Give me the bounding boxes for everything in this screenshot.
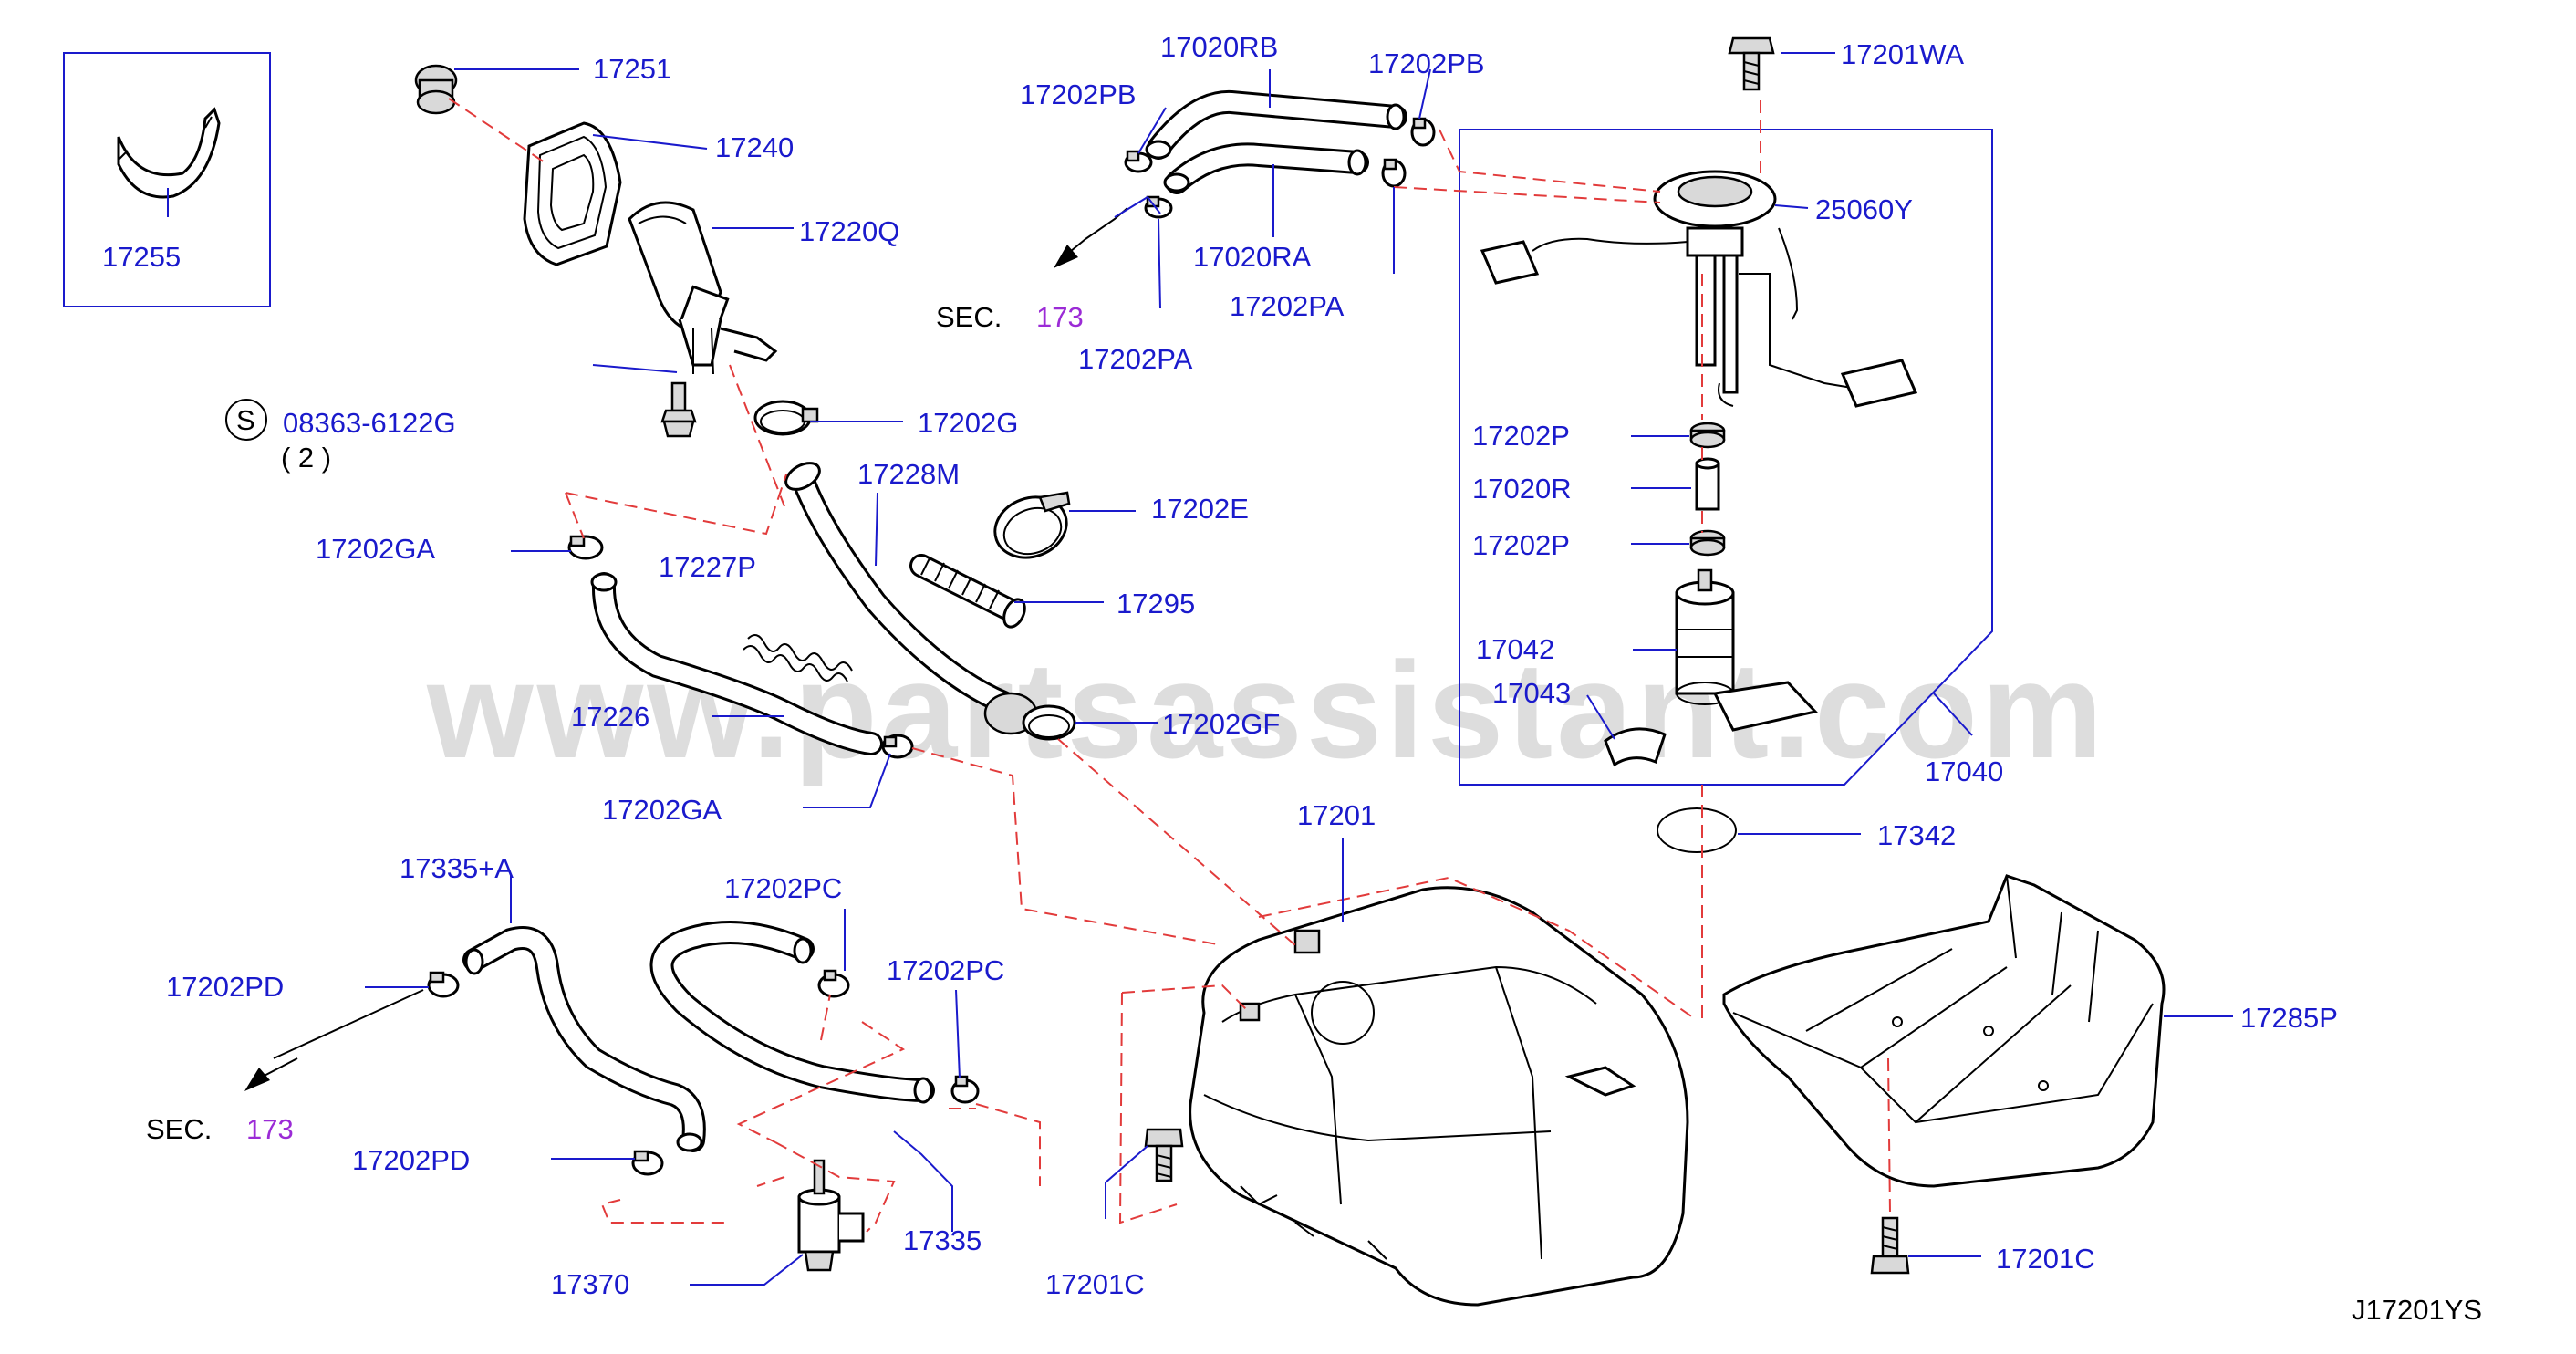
sec-arrow-bottom-shaft — [256, 1057, 298, 1080]
part-17042-filter — [1712, 681, 1818, 732]
label-17240[interactable]: 17240 — [715, 131, 794, 163]
label-17020RA[interactable]: 17020RA — [1193, 241, 1312, 273]
part-17285P-protector — [1722, 874, 2166, 1188]
label-17335[interactable]: 17335 — [903, 1224, 982, 1256]
label-17202PA-left[interactable]: 17202PA — [1078, 343, 1193, 375]
label-17201C-left[interactable]: 17201C — [1045, 1268, 1145, 1300]
label-17043[interactable]: 17043 — [1492, 677, 1571, 709]
label-17202PA-right[interactable]: 17202PA — [1230, 290, 1345, 322]
label-17202PC-right[interactable]: 17202PC — [887, 954, 1004, 986]
label-17020R[interactable]: 17020R — [1472, 473, 1572, 505]
label-17202PB-left[interactable]: 17202PB — [1020, 78, 1137, 110]
label-17226[interactable]: 17226 — [571, 701, 649, 733]
label-17295[interactable]: 17295 — [1117, 588, 1195, 620]
label-17202E[interactable]: 17202E — [1151, 493, 1249, 525]
label-17201[interactable]: 17201 — [1297, 799, 1376, 831]
part-17202E-clamp — [993, 491, 1071, 559]
part-17202GA-clamp-top — [567, 535, 604, 560]
part-17202P-clamp-top — [1689, 422, 1726, 449]
dashed-connection-lines — [448, 98, 1891, 1233]
part-17020RB-hose — [1145, 89, 1407, 160]
part-17202PD-clamp-top — [427, 971, 460, 998]
part-17342-gasket — [1657, 807, 1737, 853]
part-17251-cap — [414, 64, 458, 115]
part-17043-ring — [1604, 727, 1667, 767]
part-17370-canister — [797, 1159, 865, 1272]
label-17202PD-top[interactable]: 17202PD — [166, 971, 284, 1003]
label-17227P[interactable]: 17227P — [659, 551, 756, 583]
part-17202PA-clamp-right — [1381, 158, 1407, 188]
part-17295-corrugated-hose — [909, 554, 1026, 629]
part-17240-grommet — [523, 121, 622, 266]
part-17228M-filler-hose — [784, 462, 1038, 735]
part-17202GA-clamp-bottom — [881, 734, 914, 759]
part-17202PC-clamp-top — [817, 969, 850, 998]
inset-frame-17255 — [63, 52, 271, 307]
part-17202PB-clamp-right — [1410, 117, 1436, 147]
label-17335-plus-A[interactable]: 17335+A — [400, 852, 514, 884]
sec-arrow-bottom-line — [273, 989, 424, 1059]
screw-quantity: ( 2 ) — [281, 442, 331, 474]
label-17370[interactable]: 17370 — [551, 1268, 629, 1300]
part-17201WA-bolt — [1728, 36, 1775, 91]
sec-number-bottom[interactable]: 173 — [246, 1113, 294, 1145]
label-17228M[interactable]: 17228M — [857, 458, 960, 490]
label-17251[interactable]: 17251 — [593, 53, 671, 85]
sec-text-bottom: SEC. — [146, 1113, 212, 1145]
part-17227P-spring — [743, 634, 853, 682]
label-17220Q[interactable]: 17220Q — [799, 215, 899, 247]
screw-symbol-circle — [225, 399, 267, 441]
label-17202PC-top[interactable]: 17202PC — [724, 872, 842, 904]
label-17202PD-bottom[interactable]: 17202PD — [352, 1144, 470, 1176]
label-17201C-right[interactable]: 17201C — [1996, 1243, 2095, 1275]
sec-arrow-top-shaft — [1065, 238, 1086, 256]
part-17226-breather-hose — [590, 572, 883, 755]
sec-number-top[interactable]: 173 — [1036, 301, 1084, 333]
label-17042[interactable]: 17042 — [1476, 633, 1554, 665]
part-17020RA-hose — [1163, 142, 1369, 194]
label-17255[interactable]: 17255 — [102, 241, 181, 273]
screw-symbol: S — [236, 404, 255, 436]
part-17201C-bolt-left — [1144, 1128, 1184, 1182]
part-17255-bracket — [117, 107, 221, 199]
part-08363-screw — [660, 381, 697, 438]
sec-text-top: SEC. — [936, 301, 1002, 333]
diagram-code: J17201YS — [2352, 1294, 2482, 1326]
label-17201WA[interactable]: 17201WA — [1841, 38, 1964, 70]
leader-lines — [167, 52, 2233, 1286]
part-17201-fuel-tank — [1189, 886, 1689, 1307]
label-17342[interactable]: 17342 — [1877, 819, 1956, 851]
label-17202P-top[interactable]: 17202P — [1472, 420, 1570, 452]
part-17202GF-clamp — [1022, 704, 1076, 741]
part-17202PD-clamp-bottom — [631, 1150, 664, 1176]
part-17201C-bolt-right — [1870, 1216, 1910, 1275]
label-17202GA-bottom[interactable]: 17202GA — [602, 794, 722, 826]
label-17202P-bottom[interactable]: 17202P — [1472, 529, 1570, 561]
label-17202GF[interactable]: 17202GF — [1162, 708, 1280, 740]
part-17202PC-clamp-right — [950, 1075, 980, 1104]
watermark: www.partsassistant.com — [426, 633, 2106, 786]
part-17202P-clamp-bottom — [1689, 529, 1726, 557]
part-17335-hose — [649, 921, 935, 1104]
part-17042-pump — [1675, 568, 1735, 705]
label-17285P[interactable]: 17285P — [2240, 1002, 2338, 1034]
label-17202G[interactable]: 17202G — [918, 407, 1018, 439]
part-17335A-hose — [462, 926, 706, 1152]
label-17020RB[interactable]: 17020RB — [1160, 31, 1278, 63]
part-17202G-clamp — [753, 400, 819, 436]
label-08363-6122G[interactable]: 08363-6122G — [283, 407, 456, 439]
label-25060Y[interactable]: 25060Y — [1815, 193, 1913, 225]
part-17020R-hose — [1695, 457, 1720, 511]
label-17202PB-right[interactable]: 17202PB — [1368, 47, 1485, 79]
part-17220Q-filler-tube — [628, 201, 778, 375]
part-17202PB-clamp-left — [1124, 150, 1153, 173]
pump-module-frame — [1459, 129, 1993, 786]
label-17040[interactable]: 17040 — [1925, 755, 2003, 787]
label-17202GA-top[interactable]: 17202GA — [316, 533, 435, 565]
